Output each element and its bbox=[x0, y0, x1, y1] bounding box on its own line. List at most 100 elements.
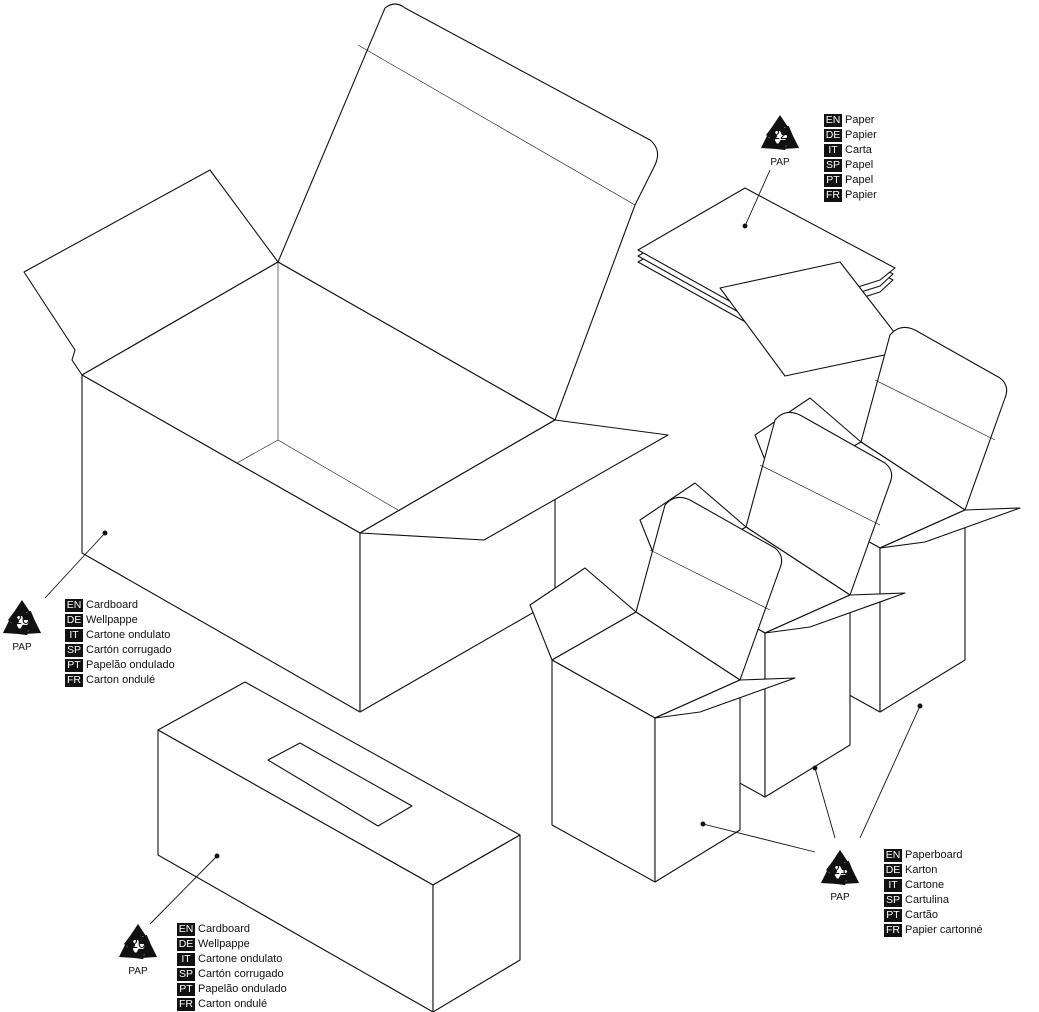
material-code: PAP bbox=[128, 966, 148, 977]
language-code: FR bbox=[65, 674, 83, 687]
material-code: PAP bbox=[770, 157, 790, 168]
material-name: Papelão ondulado bbox=[86, 659, 175, 671]
language-code: PT bbox=[824, 174, 842, 187]
material-name: Cartón corrugado bbox=[86, 644, 172, 656]
recycle-number: 20 bbox=[130, 935, 146, 951]
material-name: Carton ondulé bbox=[86, 674, 156, 686]
language-code: IT bbox=[884, 879, 902, 892]
recycle-arrow bbox=[760, 130, 787, 151]
recycle-icon: 20 bbox=[116, 922, 160, 966]
material-name: Karton bbox=[905, 864, 938, 876]
material-name: Cartone bbox=[905, 879, 945, 891]
language-code: EN bbox=[884, 849, 902, 862]
material-name: Paperboard bbox=[905, 849, 963, 861]
small-paperboard-box bbox=[529, 496, 796, 883]
language-code: DE bbox=[824, 129, 842, 142]
material-name: Carta bbox=[845, 144, 872, 156]
recycle-arrow bbox=[118, 939, 145, 960]
recycle-arrow bbox=[135, 934, 158, 958]
material-code: PAP bbox=[12, 642, 32, 653]
material-name: Paper bbox=[845, 114, 875, 126]
material-name: Wellpappe bbox=[198, 938, 250, 950]
recycle-arrow bbox=[124, 924, 147, 948]
recycle-arrow bbox=[826, 850, 849, 874]
material-name: Cardboard bbox=[86, 599, 138, 611]
recycle-arrow bbox=[777, 125, 800, 149]
long-cardboard-box bbox=[157, 681, 521, 1012]
recycle-number: 20 bbox=[14, 611, 30, 627]
paper-sheets-stack bbox=[637, 187, 909, 377]
material-name: Cartone ondulato bbox=[86, 629, 171, 641]
material-name: Papier bbox=[845, 189, 877, 201]
language-code: EN bbox=[177, 923, 195, 936]
language-code: PT bbox=[177, 983, 195, 996]
material-name: Papier cartonné bbox=[905, 924, 983, 936]
material-name: Carton ondulé bbox=[198, 998, 268, 1010]
recycle-arrow bbox=[766, 115, 789, 139]
recycle-arrow bbox=[8, 600, 31, 624]
language-code: EN bbox=[65, 599, 83, 612]
material-name: Papier bbox=[845, 129, 877, 141]
material-name: Cartulina bbox=[905, 894, 950, 906]
language-code: SP bbox=[65, 644, 83, 657]
material-name: Papel bbox=[845, 174, 874, 186]
material-code: PAP bbox=[830, 892, 850, 903]
recycle-number: 22 bbox=[772, 126, 788, 142]
language-code: SP bbox=[884, 894, 902, 907]
recycle-arrow bbox=[837, 860, 860, 884]
language-code: IT bbox=[65, 629, 83, 642]
language-code: FR bbox=[824, 189, 842, 202]
material-name: Cartone ondulato bbox=[198, 953, 283, 965]
language-code: DE bbox=[177, 938, 195, 951]
language-code: IT bbox=[824, 144, 842, 157]
language-code: PT bbox=[884, 909, 902, 922]
recycle-arrow bbox=[820, 865, 847, 886]
language-code: SP bbox=[177, 968, 195, 981]
language-code: FR bbox=[884, 924, 902, 937]
language-code: PT bbox=[65, 659, 83, 672]
language-code: SP bbox=[824, 159, 842, 172]
language-code: DE bbox=[65, 614, 83, 627]
recycle-icon: 22 bbox=[758, 113, 802, 157]
recycle-arrow bbox=[2, 615, 29, 636]
large-open-cardboard-box bbox=[23, 3, 669, 713]
material-name: Cardboard bbox=[198, 923, 250, 935]
material-name: Cartón corrugado bbox=[198, 968, 284, 980]
material-name: Cartão bbox=[905, 909, 939, 921]
language-code: FR bbox=[177, 998, 195, 1011]
language-code: IT bbox=[177, 953, 195, 966]
language-code: DE bbox=[884, 864, 902, 877]
material-name: Papel bbox=[845, 159, 874, 171]
recycle-number: 21 bbox=[832, 861, 848, 877]
material-name: Papelão ondulado bbox=[198, 983, 287, 995]
recycle-icon: 20 bbox=[0, 598, 44, 642]
recycle-arrow bbox=[19, 610, 42, 634]
material-name: Wellpappe bbox=[86, 614, 138, 626]
recycle-icon: 21 bbox=[818, 848, 862, 892]
leader-lines bbox=[44, 169, 923, 925]
